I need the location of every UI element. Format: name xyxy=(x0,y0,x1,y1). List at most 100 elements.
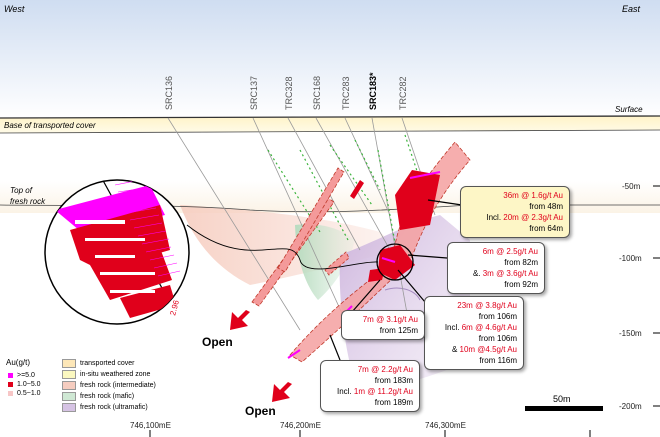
surface-label: Surface xyxy=(615,105,643,114)
legend-grade-swatch xyxy=(8,382,13,387)
callout-7m-183-line1: 7m @ 2.2g/t Au xyxy=(357,365,413,374)
open-label-2: Open xyxy=(245,404,276,418)
callout-6m: 6m @ 2.5g/t Au from 82m &. 3m @ 3.6g/t A… xyxy=(447,242,545,294)
legend-grades: Au(g/t) >=5.0 1.0~5.0 0.5~1.0 xyxy=(6,358,62,413)
lode-small-2 xyxy=(350,180,364,199)
legend-grade-label: 1.0~5.0 xyxy=(17,381,41,388)
legend-zone-swatch xyxy=(62,359,76,368)
high-grade-mid xyxy=(378,245,415,280)
easting-label-1: 746,100mE xyxy=(130,421,171,430)
open-arrow-2-icon xyxy=(272,382,292,402)
legend-grade-swatch xyxy=(8,373,13,378)
depth-label-100: -100m xyxy=(619,254,642,263)
hole-labels: SRC136 SRC137 TRC328 SRC168 TRC283 SRC18… xyxy=(164,72,408,110)
contact-line xyxy=(384,287,421,301)
depth-labels: -50m -100m -150m -200m xyxy=(619,182,642,411)
hole-src168 xyxy=(315,117,391,251)
easting-label-2: 746,200mE xyxy=(280,421,321,430)
legend-zone-label: transported cover xyxy=(80,360,135,367)
legend-title: Au(g/t) xyxy=(6,358,31,367)
callout-6m-line3: 3m @ 3.6g/t Au xyxy=(482,269,538,278)
east-label: East xyxy=(622,4,641,14)
legend-zone-label: in-situ weathered zone xyxy=(80,371,151,378)
legend-grade-row: >=5.0 xyxy=(6,371,62,380)
callout-23m-line3: 6m @ 4.6g/t Au xyxy=(461,323,517,332)
legend: Au(g/t) >=5.0 1.0~5.0 0.5~1.0 transported … xyxy=(6,358,156,413)
callout-7m-125: 7m @ 3.1g/t Au from 125m xyxy=(341,310,425,340)
top-fresh-label-2: fresh rock xyxy=(10,197,46,206)
legend-zone-row: transported cover xyxy=(62,358,156,369)
callout-6m-line4: from 92m xyxy=(504,280,538,289)
scale-label: 50m xyxy=(553,394,571,404)
callout-23m: 23m @ 3.8g/t Au from 106m Incl. 6m @ 4.6… xyxy=(424,296,524,370)
callout-6m-line3-pre: &. xyxy=(472,269,483,278)
open-arrow-1-icon xyxy=(230,310,250,330)
hole-src137 xyxy=(252,117,346,321)
callout-7m-183: 7m @ 2.2g/t Au from 183m Incl. 1m @ 11.2… xyxy=(320,360,420,412)
callout-36m-line1: 36m @ 1.6g/t Au xyxy=(503,191,563,200)
hole-trc328 xyxy=(287,117,361,251)
callout-36m-line3-pre: Incl. xyxy=(486,213,504,222)
depth-label-200: -200m xyxy=(619,402,642,411)
callout-23m-line5: 10m @4.5g/t Au xyxy=(459,345,518,354)
open-label-1: Open xyxy=(202,335,233,349)
callout-36m-line3: 20m @ 2.3g/t Au xyxy=(503,213,563,222)
lode-small xyxy=(324,251,350,276)
high-grade-lower xyxy=(368,268,385,282)
hole-label-src137: SRC137 xyxy=(249,76,259,110)
callout-36m-line4: from 64m xyxy=(529,224,563,233)
legend-zone-label: fresh rock (ultramafic) xyxy=(80,404,148,411)
inset-value-label: 2.96 xyxy=(168,299,181,317)
hole-trc283 xyxy=(344,117,391,216)
legend-grade-row: 0.5~1.0 xyxy=(6,389,62,398)
legend-zone-label: fresh rock (intermediate) xyxy=(80,382,156,389)
callout-23m-line2: from 106m xyxy=(478,312,517,321)
legend-zone-swatch xyxy=(62,392,76,401)
open-arrows xyxy=(230,310,292,402)
inset-detail xyxy=(55,180,186,324)
depth-label-50: -50m xyxy=(622,182,641,191)
legend-grade-row: 1.0~5.0 xyxy=(6,380,62,389)
hole-label-trc283: TRC283 xyxy=(341,76,351,110)
callout-23m-line6: from 116m xyxy=(479,356,517,365)
legend-grade-label: >=5.0 xyxy=(17,372,35,379)
easting-labels: 746,100mE 746,200mE 746,300mE xyxy=(130,421,466,430)
callout-7m-183-line4: from 189m xyxy=(374,398,413,407)
callout-23m-line4: from 106m xyxy=(478,334,517,343)
legend-zone-row: fresh rock (intermediate) xyxy=(62,380,156,391)
base-cover-line xyxy=(0,129,660,134)
legend-grade-label: 0.5~1.0 xyxy=(17,390,41,397)
callout-23m-line1: 23m @ 3.8g/t Au xyxy=(457,301,517,310)
easting-label-3: 746,300mE xyxy=(425,421,466,430)
scale-bar xyxy=(525,406,603,411)
callout-7m-125-line2: from 125m xyxy=(379,326,418,335)
callout-6m-line2: from 82m xyxy=(504,258,538,267)
callout-6m-line1: 6m @ 2.5g/t Au xyxy=(482,247,538,256)
hole-label-src136: SRC136 xyxy=(164,76,174,110)
callout-7m-183-line3: 1m @ 11.2g/t Au xyxy=(353,387,413,396)
lode-west-2 xyxy=(277,167,345,273)
hole-label-trc282: TRC282 xyxy=(398,76,408,110)
base-cover-label: Base of transported cover xyxy=(4,121,96,130)
legend-zone-swatch xyxy=(62,403,76,412)
west-label: West xyxy=(4,4,25,14)
high-grade-upper xyxy=(395,170,440,230)
legend-zone-row: fresh rock (mafic) xyxy=(62,391,156,402)
hole-label-trc328: TRC328 xyxy=(284,76,294,110)
callout-7m-183-line3-pre: Incl. xyxy=(336,387,354,396)
callout-7m-125-line1: 7m @ 3.1g/t Au xyxy=(362,315,418,324)
top-fresh-label-1: Top of xyxy=(10,186,33,195)
legend-zone-row: in-situ weathered zone xyxy=(62,369,156,380)
legend-zone-row: fresh rock (ultramafic) xyxy=(62,402,156,413)
callout-7m-183-line2: from 183m xyxy=(374,376,413,385)
callout-leaders xyxy=(329,199,463,361)
sky xyxy=(0,0,660,118)
axis-ticks xyxy=(149,185,660,437)
callout-23m-line5-pre: & xyxy=(451,345,460,354)
callout-36m: 36m @ 1.6g/t Au from 48m Incl. 20m @ 2.3… xyxy=(460,186,570,238)
legend-zones: transported cover in-situ weathered zone f… xyxy=(62,358,156,413)
surface-line xyxy=(0,115,660,119)
hole-label-src183: SRC183* xyxy=(368,72,378,110)
